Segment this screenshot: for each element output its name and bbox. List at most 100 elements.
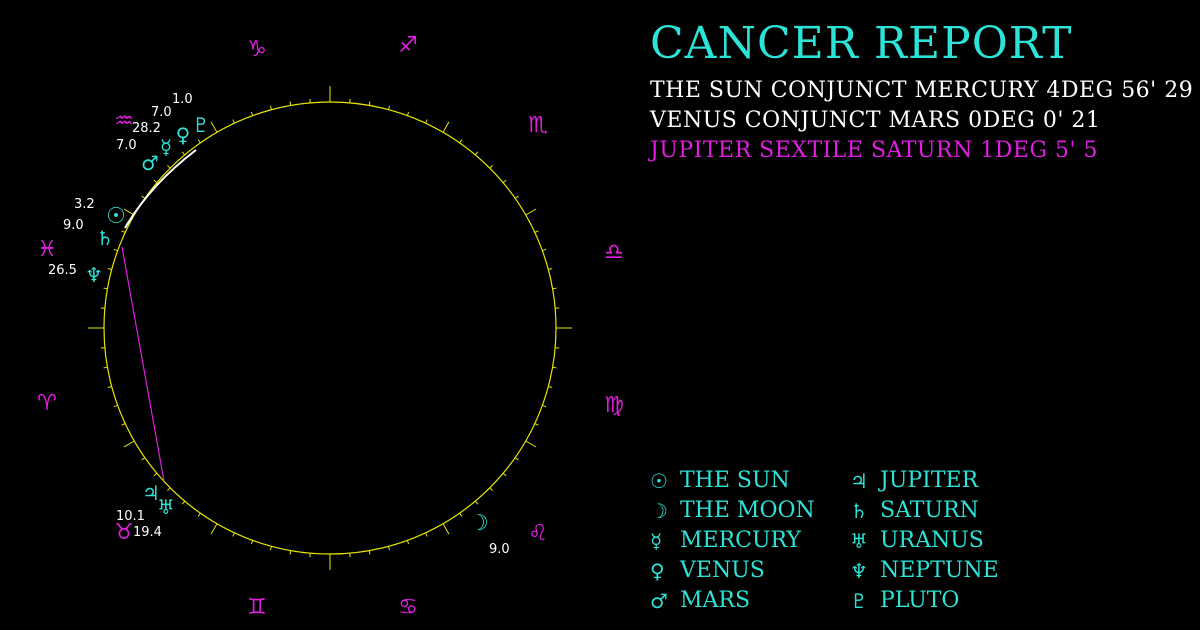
wheel-tick <box>153 472 158 477</box>
wheel-tick <box>406 540 410 545</box>
aspect-line-2: VENUS CONJUNCT MARS 0DEG 0' 21 <box>650 108 1101 133</box>
aspect-line-3: JUPITER SEXTILE SATURN 1DEG 5' 5 <box>650 138 1099 163</box>
wheel-tick <box>548 267 553 270</box>
wheel-tick <box>232 532 235 537</box>
pluto-icon: ♇ <box>192 113 210 137</box>
taurus-icon: ♉ <box>114 520 134 545</box>
legend-item-neptune: ♆ NEPTUNE <box>850 558 999 583</box>
wheel-tick <box>123 440 135 448</box>
wheel-tick <box>525 440 537 448</box>
wheel-tick <box>103 287 108 290</box>
wheel-tick <box>502 472 507 477</box>
saturn-icon: ♄ <box>96 226 114 250</box>
jupiter-degree: 10.1 <box>116 509 145 524</box>
leo-icon: ♌ <box>528 521 548 546</box>
moon-icon: ☽ <box>469 511 489 536</box>
legend-label: URANUS <box>880 528 984 553</box>
neptune-icon: ♆ <box>850 558 868 583</box>
wheel-tick <box>269 105 272 110</box>
aspect-line-jupiter-saturn <box>121 246 165 482</box>
wheel-tick <box>425 532 428 537</box>
legend-item-pluto: ♇ PLUTO <box>850 588 959 613</box>
legend-label: VENUS <box>680 558 765 583</box>
wheel-tick <box>153 179 158 184</box>
sun-icon: ☉ <box>106 204 126 229</box>
virgo-icon: ♍ <box>604 393 624 418</box>
wheel-tick <box>542 248 547 252</box>
legend-item-mars: ♂ MARS <box>650 588 750 613</box>
wheel-tick <box>113 404 118 408</box>
saturn-icon: ♄ <box>850 498 868 523</box>
wheel-tick <box>269 546 272 551</box>
wheel-tick <box>552 287 557 290</box>
wheel-tick <box>368 101 371 106</box>
legend-label: MARS <box>680 588 751 613</box>
wheel-tick <box>141 195 146 199</box>
conjunction-arc <box>124 149 197 229</box>
aquarius-icon: ♒ <box>114 109 134 134</box>
wheel-tick <box>425 119 428 124</box>
scorpio-icon: ♏ <box>528 113 548 138</box>
legend-item-mercury: ☿ MERCURY <box>650 528 801 553</box>
wheel-tick <box>474 500 479 505</box>
wheel-tick <box>525 208 537 216</box>
venus-icon: ♀ <box>176 123 191 147</box>
wheel-tick <box>388 546 391 551</box>
wheel-tick <box>489 165 493 169</box>
saturn-degree: 9.0 <box>63 218 84 233</box>
aspect-line-1: THE SUN CONJUNCT MERCURY 4DEG 56' 29 <box>650 78 1194 103</box>
sagittarius-icon: ♐ <box>398 33 418 58</box>
wheel-tick <box>534 423 539 426</box>
mercury-icon: ☿ <box>650 528 663 553</box>
legend-label: THE SUN <box>680 468 790 493</box>
wheel-tick <box>552 366 557 369</box>
wheel-tick <box>167 165 171 169</box>
pluto-degree: 1.0 <box>172 92 193 107</box>
wheel-tick <box>107 386 112 389</box>
wheel-tick <box>181 500 186 505</box>
pluto-icon: ♇ <box>850 588 868 613</box>
legend-item-venus: ♀ VENUS <box>650 558 765 583</box>
astrology-wheel: ♑ ♐ ♏ ♎ ♍ ♌ ♋ ♊ ♉ ♈ ♓ ♒ ♇ ♀ ☿ ♂ ☉ ♄ ♆ ♃ … <box>37 33 624 620</box>
wheel-tick <box>534 230 539 233</box>
wheel-tick <box>289 550 292 555</box>
wheel-tick <box>289 101 292 106</box>
legend-label: SATURN <box>880 498 979 523</box>
neptune-degree: 26.5 <box>48 263 77 278</box>
wheel-tick <box>459 139 463 144</box>
wheel-tick <box>232 119 235 124</box>
sun-icon: ☉ <box>650 468 668 493</box>
page-title: CANCER REPORT <box>650 18 1073 69</box>
wheel-tick <box>141 457 146 461</box>
legend-label: THE MOON <box>680 498 815 523</box>
legend-item-sun: ☉ THE SUN <box>650 468 790 493</box>
uranus-icon: ♅ <box>157 495 175 519</box>
mercury-degree: 28.2 <box>132 121 161 136</box>
wheel-ticks <box>88 86 572 570</box>
legend-item-moon: ☽ THE MOON <box>650 498 815 523</box>
legend-label: NEPTUNE <box>880 558 999 583</box>
jupiter-icon: ♃ <box>850 468 868 493</box>
cancer-icon: ♋ <box>398 595 418 620</box>
wheel-tick <box>210 523 218 535</box>
wheel-tick <box>368 550 371 555</box>
legend-item-saturn: ♄ SATURN <box>850 498 979 523</box>
libra-icon: ♎ <box>604 240 624 265</box>
neptune-icon: ♆ <box>85 263 103 287</box>
wheel-tick <box>121 423 126 426</box>
wheel-tick <box>514 195 519 199</box>
uranus-degree: 19.4 <box>133 525 162 540</box>
wheel-tick <box>167 487 171 491</box>
mars-icon: ♂ <box>141 151 159 175</box>
wheel-tick <box>197 139 201 144</box>
wheel-tick <box>459 512 463 517</box>
wheel-tick <box>442 121 450 133</box>
legend-item-uranus: ♅ URANUS <box>850 528 984 553</box>
legend-label: JUPITER <box>880 468 979 493</box>
sun-degree: 3.2 <box>74 197 95 212</box>
wheel-tick <box>388 105 391 110</box>
wheel-tick <box>103 366 108 369</box>
pisces-icon: ♓ <box>37 237 57 262</box>
wheel-tick <box>442 523 450 535</box>
wheel-tick <box>406 111 410 116</box>
